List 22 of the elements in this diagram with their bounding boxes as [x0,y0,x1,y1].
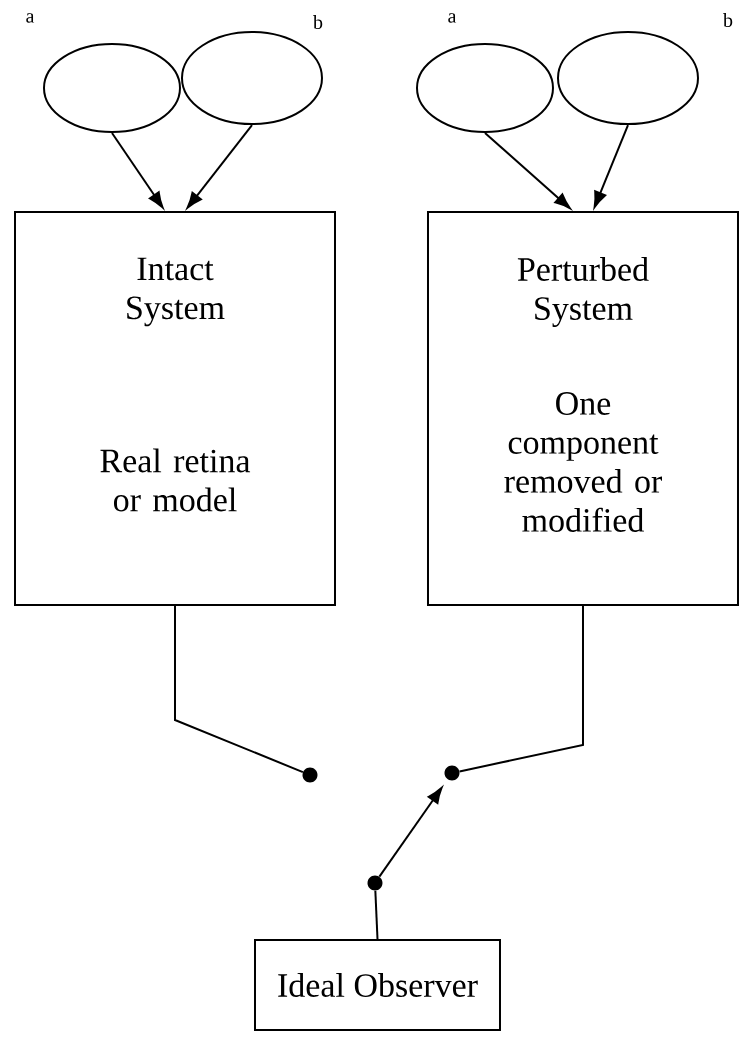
loop-shape [43,43,181,133]
loop-shape [181,31,323,125]
set-label: b [313,14,323,30]
arrow [111,132,164,209]
contact-dot [444,765,460,781]
contact-dot [367,875,383,891]
contact-dot [302,767,318,783]
loop-shape [416,43,554,133]
arrow [484,132,571,210]
switch-arm [378,787,443,878]
loop-shape [557,31,699,125]
set-label: a [26,13,35,23]
set-label: b [723,13,733,28]
set-label: a [448,13,457,23]
system-box: Perturbed System One component removed or modified [427,211,739,606]
observer-box: Ideal Observer [254,939,501,1031]
wire [174,605,304,774]
system-box: Intact System Real retina or model [14,211,336,606]
wire [458,605,584,773]
arrow [593,124,629,208]
wire [374,889,379,940]
arrow [186,124,253,209]
